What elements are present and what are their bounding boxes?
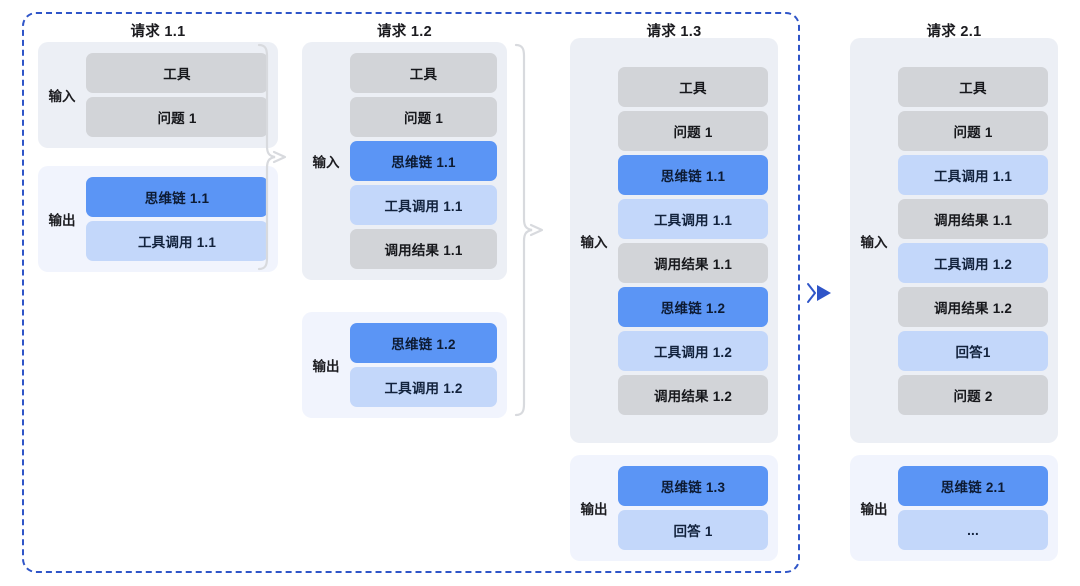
chip-answer-1[interactable]: 回答1 [898, 330, 1048, 371]
column-request-2-1: 请求 2.1 输入 工具 问题 1 工具调用 1.1 调用结果 1.1 工具调用… [850, 0, 1058, 586]
chip-cot-1-1[interactable]: 思维链 1.1 [618, 154, 768, 195]
output-label: 输出 [860, 502, 888, 517]
chip-tool-call-1-1[interactable]: 工具调用 1.1 [86, 221, 268, 261]
input-label: 输入 [860, 234, 888, 250]
output-chip-stack: 思维链 1.3 回答 1 [618, 458, 778, 558]
chip-tool-call-1-2[interactable]: 工具调用 1.2 [618, 330, 768, 371]
chip-tool[interactable]: 工具 [898, 66, 1048, 107]
chip-call-result-1-1[interactable]: 调用结果 1.1 [618, 242, 768, 283]
chip-answer-1[interactable]: 回答 1 [618, 510, 768, 550]
chip-call-result-1-2[interactable]: 调用结果 1.2 [618, 374, 768, 415]
output-label: 输出 [312, 359, 340, 374]
output-chip-stack: 思维链 2.1 ... [898, 458, 1058, 558]
column-request-1-2: 请求 1.2 输入 工具 问题 1 思维链 1.1 工具调用 1.1 调用结果 … [302, 0, 507, 586]
chip-cot-2-1[interactable]: 思维链 2.1 [898, 466, 1048, 506]
chip-call-result-1-1[interactable]: 调用结果 1.1 [350, 229, 497, 269]
input-panel-request-2-1: 输入 工具 问题 1 工具调用 1.1 调用结果 1.1 工具调用 1.2 调用… [850, 38, 1058, 443]
connector-arrow-3-to-2-1 [806, 280, 838, 306]
chip-call-result-1-2[interactable]: 调用结果 1.2 [898, 286, 1048, 327]
column-title-request-1-3: 请求 1.3 [646, 24, 702, 40]
chip-question-2[interactable]: 问题 2 [898, 374, 1048, 415]
chip-tool-call-1-1[interactable]: 工具调用 1.1 [898, 154, 1048, 195]
column-title-request-1-1: 请求 1.1 [130, 24, 186, 40]
column-request-1-3: 请求 1.3 输入 工具 问题 1 思维链 1.1 工具调用 1.1 调用结果 … [570, 0, 778, 586]
chip-tool-call-1-1[interactable]: 工具调用 1.1 [350, 185, 497, 225]
input-label: 输入 [312, 155, 340, 170]
chip-question-1[interactable]: 问题 1 [350, 97, 497, 137]
input-chip-stack: 工具 问题 1 思维链 1.1 工具调用 1.1 调用结果 1.1 [350, 45, 507, 277]
chip-question-1[interactable]: 问题 1 [86, 97, 268, 137]
chip-cot-1-2[interactable]: 思维链 1.2 [618, 286, 768, 327]
connector-brace-2-to-3 [512, 42, 548, 418]
input-panel-request-1-3: 输入 工具 问题 1 思维链 1.1 工具调用 1.1 调用结果 1.1 思维链… [570, 38, 778, 443]
input-label: 输入 [580, 234, 608, 250]
output-panel-request-2-1: 输出 思维链 2.1 ... [850, 455, 1058, 561]
curly-brace-arrow-icon [514, 43, 544, 417]
chip-tool-call-1-1[interactable]: 工具调用 1.1 [618, 198, 768, 239]
output-panel-request-1-1: 输出 思维链 1.1 工具调用 1.1 [38, 166, 278, 272]
column-title-request-2-1: 请求 2.1 [926, 24, 982, 40]
chip-tool-call-1-2[interactable]: 工具调用 1.2 [898, 242, 1048, 283]
chip-question-1[interactable]: 问题 1 [898, 110, 1048, 151]
input-chip-stack: 工具 问题 1 [86, 45, 278, 145]
chip-cot-1-1[interactable]: 思维链 1.1 [86, 177, 268, 217]
input-label: 输入 [48, 89, 76, 104]
output-panel-request-1-2: 输出 思维链 1.2 工具调用 1.2 [302, 312, 507, 418]
input-panel-request-1-2: 输入 工具 问题 1 思维链 1.1 工具调用 1.1 调用结果 1.1 [302, 42, 507, 280]
output-panel-request-1-3: 输出 思维链 1.3 回答 1 [570, 455, 778, 561]
chip-tool[interactable]: 工具 [86, 53, 268, 93]
chip-cot-1-1[interactable]: 思维链 1.1 [350, 141, 497, 181]
output-chip-stack: 思维链 1.1 工具调用 1.1 [86, 169, 278, 269]
chip-call-result-1-1[interactable]: 调用结果 1.1 [898, 198, 1048, 239]
output-label: 输出 [580, 502, 608, 517]
chip-ellipsis[interactable]: ... [898, 510, 1048, 550]
chip-cot-1-2[interactable]: 思维链 1.2 [350, 323, 497, 363]
chip-question-1[interactable]: 问题 1 [618, 110, 768, 151]
input-panel-request-1-1: 输入 工具 问题 1 [38, 42, 278, 148]
chip-tool[interactable]: 工具 [350, 53, 497, 93]
right-arrow-icon [807, 283, 831, 303]
column-request-1-1: 请求 1.1 输入 工具 问题 1 输出 思维链 1.1 工具调用 1.1 [38, 0, 278, 586]
input-chip-stack: 工具 问题 1 工具调用 1.1 调用结果 1.1 工具调用 1.2 调用结果 … [898, 59, 1058, 423]
input-chip-stack: 工具 问题 1 思维链 1.1 工具调用 1.1 调用结果 1.1 思维链 1.… [618, 59, 778, 423]
chip-tool-call-1-2[interactable]: 工具调用 1.2 [350, 367, 497, 407]
chip-cot-1-3[interactable]: 思维链 1.3 [618, 466, 768, 506]
column-title-request-1-2: 请求 1.2 [377, 24, 432, 40]
chip-tool[interactable]: 工具 [618, 66, 768, 107]
output-label: 输出 [48, 213, 76, 228]
output-chip-stack: 思维链 1.2 工具调用 1.2 [350, 315, 507, 415]
